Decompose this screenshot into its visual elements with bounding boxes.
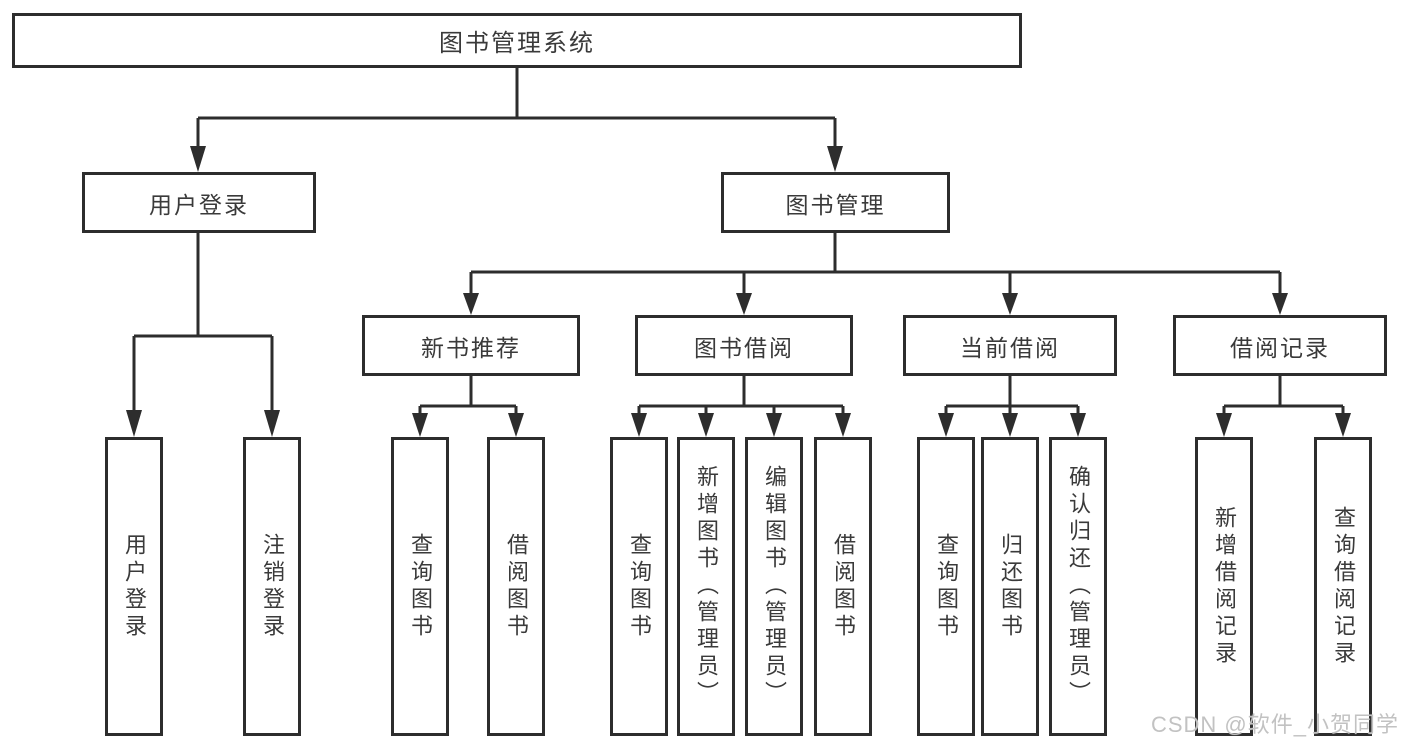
csdn-watermark: CSDN @软件_小贺同学 [1150, 712, 1399, 737]
leaf-query-book-1: 查询图书 [391, 437, 449, 736]
leaf-add-borrow-record-label: 新增借阅记录 [1212, 505, 1237, 668]
leaf-add-borrow-record: 新增借阅记录 [1195, 437, 1253, 736]
arrowhead-icon [264, 410, 280, 437]
arrowhead-icon [463, 293, 479, 315]
leaf-logout: 注销登录 [243, 437, 301, 736]
arrowhead-icon [1335, 413, 1351, 437]
node-root: 图书管理系统 [12, 13, 1022, 68]
node-borrow-records-label: 借阅记录 [1230, 334, 1330, 361]
leaf-borrow-book-2-label: 借阅图书 [831, 532, 856, 641]
leaf-confirm-return-admin-label: 确认归还（管理员） [1066, 465, 1091, 708]
leaf-borrow-book-1-label: 借阅图书 [504, 532, 529, 641]
leaf-query-book-3-label: 查询图书 [934, 532, 959, 641]
leaf-edit-book-admin-label: 编辑图书（管理员） [762, 465, 787, 708]
connector-current-borrow-children [938, 376, 1086, 437]
node-user-login: 用户登录 [82, 172, 316, 233]
arrowhead-icon [827, 146, 843, 172]
arrowhead-icon [508, 413, 524, 437]
connector-user-login-children [126, 233, 280, 437]
arrowhead-icon [1002, 413, 1018, 437]
node-book-borrow-label: 图书借阅 [694, 334, 794, 361]
leaf-query-book-2: 查询图书 [610, 437, 668, 736]
arrowhead-icon [1216, 413, 1232, 437]
node-new-book-recommend: 新书推荐 [362, 315, 580, 376]
leaf-edit-book-admin: 编辑图书（管理员） [745, 437, 803, 736]
leaf-borrow-book-1: 借阅图书 [487, 437, 545, 736]
arrowhead-icon [631, 413, 647, 437]
arrowhead-icon [126, 410, 142, 437]
connector-borrow-records-children [1216, 376, 1351, 437]
node-user-login-label: 用户登录 [149, 191, 249, 218]
leaf-query-book-2-label: 查询图书 [627, 532, 652, 641]
arrowhead-icon [938, 413, 954, 437]
leaf-return-book-label: 归还图书 [998, 532, 1023, 641]
leaf-query-book-1-label: 查询图书 [408, 532, 433, 641]
node-book-management-label: 图书管理 [785, 191, 886, 218]
node-book-management: 图书管理 [721, 172, 950, 233]
leaf-query-book-3: 查询图书 [917, 437, 975, 736]
leaf-query-borrow-record-label: 查询借阅记录 [1331, 505, 1356, 668]
node-book-borrow: 图书借阅 [635, 315, 853, 376]
arrowhead-icon [698, 413, 714, 437]
connector-new-book-recommend-children [412, 376, 524, 437]
connector-book-management-children [463, 233, 1288, 315]
leaf-query-borrow-record: 查询借阅记录 [1314, 437, 1372, 736]
leaf-user-login: 用户登录 [105, 437, 163, 736]
leaf-add-book-admin: 新增图书（管理员） [677, 437, 735, 736]
connector-root-to-level2 [190, 68, 843, 172]
arrowhead-icon [1002, 293, 1018, 315]
node-root-label: 图书管理系统 [439, 30, 595, 57]
arrowhead-icon [736, 293, 752, 315]
arrowhead-icon [835, 413, 851, 437]
leaf-logout-label: 注销登录 [260, 532, 285, 641]
leaf-borrow-book-2: 借阅图书 [814, 437, 872, 736]
arrowhead-icon [412, 413, 428, 437]
arrowhead-icon [1272, 293, 1288, 315]
connector-book-borrow-children [631, 376, 851, 437]
leaf-add-book-admin-label: 新增图书（管理员） [694, 465, 719, 708]
leaf-confirm-return-admin: 确认归还（管理员） [1049, 437, 1107, 736]
arrowhead-icon [766, 413, 782, 437]
node-new-book-recommend-label: 新书推荐 [421, 334, 521, 361]
arrowhead-icon [1070, 413, 1086, 437]
arrowhead-icon [190, 146, 206, 172]
leaf-return-book: 归还图书 [981, 437, 1039, 736]
node-current-borrow: 当前借阅 [903, 315, 1117, 376]
node-current-borrow-label: 当前借阅 [960, 334, 1060, 361]
leaf-user-login-label: 用户登录 [122, 532, 147, 641]
node-borrow-records: 借阅记录 [1173, 315, 1387, 376]
